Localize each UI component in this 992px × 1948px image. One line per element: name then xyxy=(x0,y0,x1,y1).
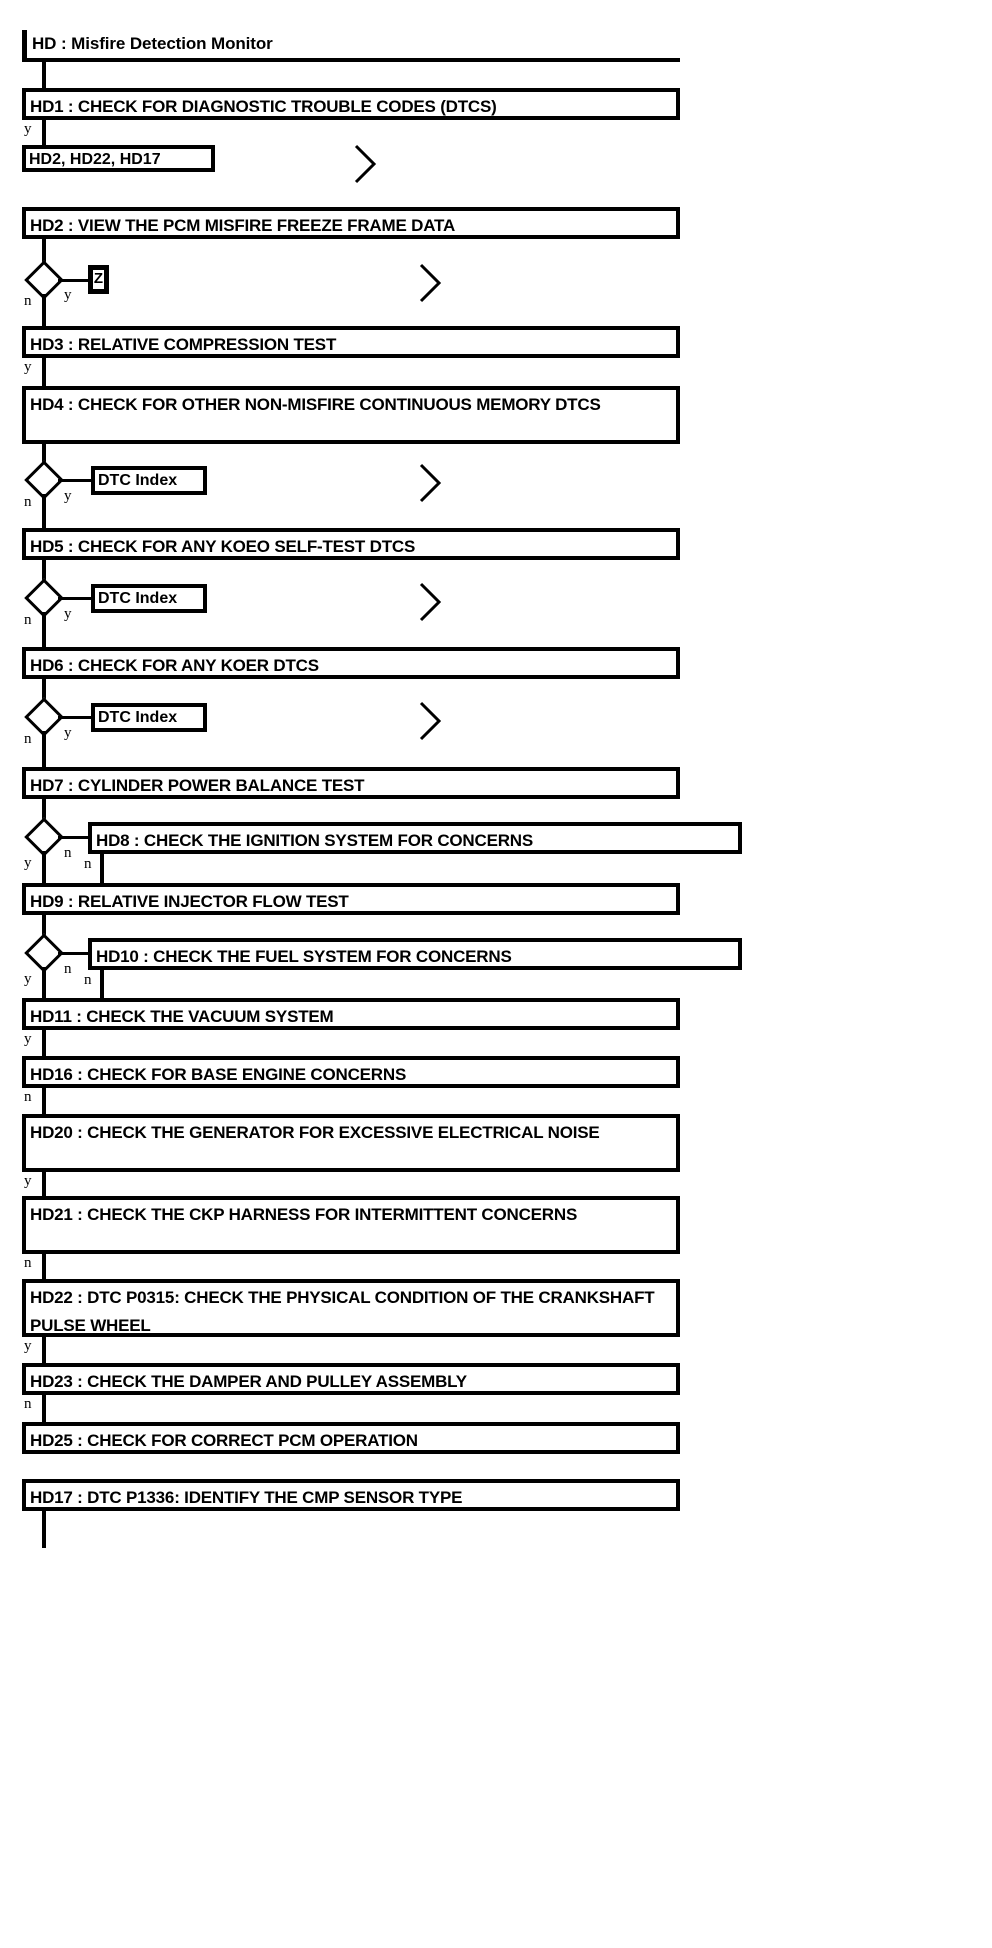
edge-label-hd8-n: n xyxy=(84,856,92,872)
connector-hd6-no-down xyxy=(42,731,46,767)
step-hd4[interactable]: HD4 : CHECK FOR OTHER NON-MISFIRE CONTIN… xyxy=(22,386,680,444)
connector-hd4-to-diamond xyxy=(42,444,46,466)
connector-hd9-to-diamond xyxy=(42,915,46,939)
connector-hd9-no-to-hd10 xyxy=(58,952,88,955)
edge-label-hd1-y: y xyxy=(24,121,32,137)
connector-hd9-yes-down xyxy=(42,967,46,998)
step-hd16[interactable]: HD16 : CHECK FOR BASE ENGINE CONCERNS xyxy=(22,1056,680,1088)
connector-hd4-yes-to-dtc-index-1 xyxy=(58,479,91,482)
connector-hd5-no-down xyxy=(42,612,46,647)
edge-label-hd4-y: y xyxy=(64,488,72,504)
ref-box-dtc-index-2[interactable]: DTC Index xyxy=(91,584,207,613)
connector-hd2-to-diamond xyxy=(42,239,46,266)
diagram-title: HD : Misfire Detection Monitor xyxy=(22,30,680,62)
connector-hd2-no-down xyxy=(42,294,46,326)
connector-hd6-to-diamond xyxy=(42,679,46,703)
step-hd6[interactable]: HD6 : CHECK FOR ANY KOER DTCS xyxy=(22,647,680,679)
chevron-after-hd2-icon xyxy=(418,262,444,304)
edge-label-hd21-n: n xyxy=(24,1255,32,1271)
connector-hd7-to-diamond xyxy=(42,799,46,823)
edge-label-hd11-y: y xyxy=(24,1031,32,1047)
step-hd25[interactable]: HD25 : CHECK FOR CORRECT PCM OPERATION xyxy=(22,1422,680,1454)
step-hd5[interactable]: HD5 : CHECK FOR ANY KOEO SELF-TEST DTCS xyxy=(22,528,680,560)
connector-hd16-to-hd20 xyxy=(42,1088,46,1114)
edge-label-hd23-n: n xyxy=(24,1396,32,1412)
step-hd21[interactable]: HD21 : CHECK THE CKP HARNESS FOR INTERMI… xyxy=(22,1196,680,1254)
connector-hd17-down xyxy=(42,1511,46,1548)
edge-label-hd6-y: y xyxy=(64,725,72,741)
connector-hd7-no-to-hd8 xyxy=(58,836,88,839)
connector-hd22-to-hd23 xyxy=(42,1337,46,1363)
connector-hd10-no-down xyxy=(100,970,104,998)
edge-label-hd9-n: n xyxy=(64,961,72,977)
edge-label-hd16-n: n xyxy=(24,1089,32,1105)
edge-label-hd3-y: y xyxy=(24,359,32,375)
step-hd11[interactable]: HD11 : CHECK THE VACUUM SYSTEM xyxy=(22,998,680,1030)
edge-label-hd7-n: n xyxy=(64,845,72,861)
step-hd8[interactable]: HD8 : CHECK THE IGNITION SYSTEM FOR CONC… xyxy=(88,822,742,854)
edge-label-hd6-n: n xyxy=(24,731,32,747)
step-hd7[interactable]: HD7 : CYLINDER POWER BALANCE TEST xyxy=(22,767,680,799)
edge-label-hd2-y: y xyxy=(64,287,72,303)
edge-label-hd5-y: y xyxy=(64,606,72,622)
chevron-after-hd5-icon xyxy=(418,581,444,623)
edge-label-hd7-y: y xyxy=(24,855,32,871)
connector-hd6-yes-to-dtc-index-3 xyxy=(58,716,91,719)
connector-title-to-hd1 xyxy=(42,62,46,90)
edge-label-hd22-y: y xyxy=(24,1338,32,1354)
connector-hd11-to-hd16 xyxy=(42,1030,46,1056)
edge-label-hd10-n: n xyxy=(84,972,92,988)
chevron-after-hd4-icon xyxy=(418,462,444,504)
connector-hd5-yes-to-dtc-index-2 xyxy=(58,597,91,600)
ref-box-dtc-index-3[interactable]: DTC Index xyxy=(91,703,207,732)
connector-hd20-to-hd21 xyxy=(42,1172,46,1196)
step-hd23[interactable]: HD23 : CHECK THE DAMPER AND PULLEY ASSEM… xyxy=(22,1363,680,1395)
connector-hd1-to-ref1 xyxy=(42,120,46,145)
edge-label-hd20-y: y xyxy=(24,1173,32,1189)
step-hd9[interactable]: HD9 : RELATIVE INJECTOR FLOW TEST xyxy=(22,883,680,915)
connector-hd8-no-down xyxy=(100,854,104,883)
connector-hd3-to-hd4 xyxy=(42,358,46,386)
step-hd20[interactable]: HD20 : CHECK THE GENERATOR FOR EXCESSIVE… xyxy=(22,1114,680,1172)
ref-box-z[interactable]: Z xyxy=(88,265,109,294)
step-hd17[interactable]: HD17 : DTC P1336: IDENTIFY THE CMP SENSO… xyxy=(22,1479,680,1511)
step-hd3[interactable]: HD3 : RELATIVE COMPRESSION TEST xyxy=(22,326,680,358)
connector-hd5-to-diamond xyxy=(42,560,46,584)
chevron-after-hd1-icon xyxy=(353,143,379,185)
connector-hd4-no-down xyxy=(42,494,46,528)
ref-box-dtc-index-1[interactable]: DTC Index xyxy=(91,466,207,495)
step-hd2[interactable]: HD2 : VIEW THE PCM MISFIRE FREEZE FRAME … xyxy=(22,207,680,239)
edge-label-hd2-n: n xyxy=(24,293,32,309)
edge-label-hd9-y: y xyxy=(24,971,32,987)
step-hd1[interactable]: HD1 : CHECK FOR DIAGNOSTIC TROUBLE CODES… xyxy=(22,88,680,120)
connector-hd2-yes-to-z xyxy=(58,279,88,282)
ref-box-hd2-hd22-hd17[interactable]: HD2, HD22, HD17 xyxy=(22,145,215,172)
chevron-after-hd6-icon xyxy=(418,700,444,742)
step-hd10[interactable]: HD10 : CHECK THE FUEL SYSTEM FOR CONCERN… xyxy=(88,938,742,970)
edge-label-hd5-n: n xyxy=(24,612,32,628)
edge-label-hd4-n: n xyxy=(24,494,32,510)
connector-hd23-to-hd25 xyxy=(42,1395,46,1422)
step-hd22[interactable]: HD22 : DTC P0315: CHECK THE PHYSICAL CON… xyxy=(22,1279,680,1337)
connector-hd21-to-hd22 xyxy=(42,1254,46,1279)
connector-hd7-yes-down xyxy=(42,851,46,883)
